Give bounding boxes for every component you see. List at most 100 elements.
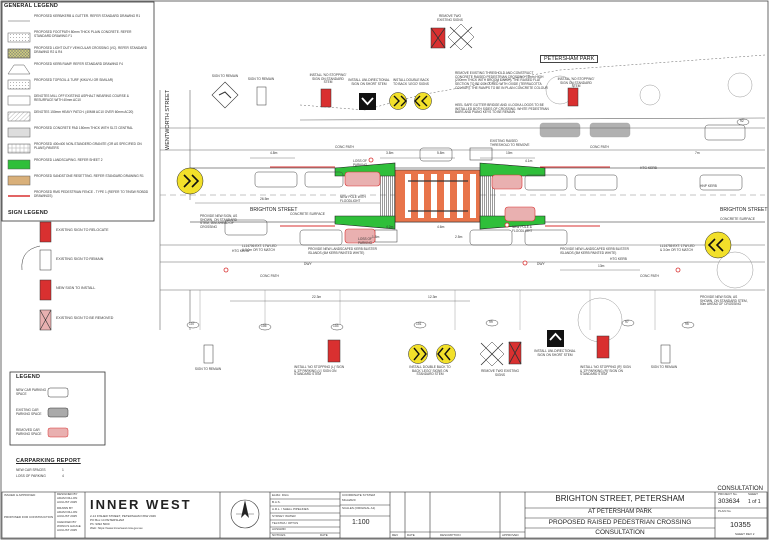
note-landscaped-right: PROVIDE NEW LANDSCAPED KERB BLISTER ISLA… xyxy=(560,247,629,255)
report-gain-value: 1 xyxy=(62,468,64,472)
sign-nostop-2 xyxy=(567,87,579,107)
conc-path-1: CONC PATH xyxy=(335,145,354,149)
note-provide-sign-right: PROVIDE NEW SIGN, AS SHOWN, ON STANDARD … xyxy=(700,295,748,307)
general-legend-item: PROPOSED FOOTPATH 80mm THICK PLAIN CONCR… xyxy=(34,30,132,38)
htg-kerb-3: HTG KERB xyxy=(640,166,657,170)
tb-issued: ISSUED & APPROVED xyxy=(4,493,36,497)
hnp-kerb: HNP KERB xyxy=(700,184,717,188)
legend-box xyxy=(9,371,106,446)
note-landscaped-left: PROVIDE NEW LANDSCAPED KERB BLISTER ISLA… xyxy=(308,247,377,255)
general-legend-title: GENERAL LEGEND xyxy=(4,3,59,9)
sign-lego-bottom xyxy=(408,344,456,364)
tb-title-4: CONSULTATION xyxy=(595,529,645,536)
sign-ped-right xyxy=(704,231,732,259)
dim-223m: 22.3m xyxy=(312,295,322,299)
sign-nostop-1 xyxy=(320,88,332,108)
tb-designer: ADAM DILLON xyxy=(57,496,78,500)
dim-123m: 12.3m xyxy=(428,295,438,299)
parcel-101: 101 xyxy=(416,322,422,326)
tb-scale-value: 1:100 xyxy=(352,519,370,526)
tb-notes-2: B.A.S. xyxy=(272,500,281,504)
sign-uni-2 xyxy=(547,330,564,347)
council-logo: INNER WEST xyxy=(90,497,192,512)
tb-rev-label: REV xyxy=(392,533,399,537)
conc-path-4: CONC PATH xyxy=(640,274,659,278)
conc-path-2: CONC PATH xyxy=(590,145,609,149)
note-remove-threshold: REMOVE EXISTING THRESHOLD AND CONSTRUCT … xyxy=(455,71,548,90)
tb-scale-label: SCALES (ORIGINAL A1) xyxy=(342,506,376,510)
general-legend-item: DENOTES 150mm HEAVY PATCH. (40MM AC10 OV… xyxy=(34,110,134,114)
parcel-92: 92 xyxy=(740,119,744,123)
council-addr-3: Ph: 9392 5000 xyxy=(90,522,110,526)
dim-42m: 4.2m xyxy=(386,225,394,229)
tb-appr-label: APPROVED xyxy=(502,533,519,537)
note-install-double-1: INSTALL DOUBLE BACK TO BACK 'LEGO' SIGNS xyxy=(392,78,430,86)
tb-checker: WONG'S HAUGE xyxy=(57,524,81,528)
dim-7m: 7m xyxy=(695,151,700,155)
tb-title-2: AT PETERSHAM PARK xyxy=(588,509,652,515)
general-legend-item: PROPOSED KERB RAMP. REFER STANDARD DRAWI… xyxy=(34,62,123,66)
street-petersham-park: PETERSHAM PARK xyxy=(540,55,599,63)
car-legend-existing: EXISTING CAR PARKING SPACE xyxy=(16,408,42,416)
dim-46m: 4.6m xyxy=(437,225,445,229)
tb-date-label: DATE xyxy=(407,533,415,537)
tb-status: PROPOSED FOR CONSTRUCTION xyxy=(4,515,54,519)
sign-legend-item-remain: EXISTING SIGN TO REMAIN xyxy=(56,257,104,261)
car-legend-new: NEW CAR PARKING SPACE xyxy=(16,388,47,396)
sign-ped-left xyxy=(176,167,204,195)
car-parking-spaces xyxy=(224,124,746,246)
note-install-nostop-4: INSTALL 'NO STOPPING (R)' SIGN & 'ZP PAR… xyxy=(580,365,631,377)
report-loss-value: 4 xyxy=(62,474,64,478)
carparking-report-title: CARPARKING REPORT xyxy=(16,458,81,464)
tb-notes-6: AUSGRID xyxy=(272,527,286,531)
tb-title-1: BRIGHTON STREET, PETERSHAM xyxy=(555,494,685,503)
conc-surface-2: CONCRETE SURFACE xyxy=(720,217,755,221)
tb-notes-5: TELSTRA / OPTUS xyxy=(272,521,299,525)
dim-10m: 10m xyxy=(506,151,513,155)
note-remove-two-2: REMOVE TWO EXISTING SIGNS xyxy=(481,369,519,377)
council-web: Web: https://www.innerwest.nsw.gov.au xyxy=(90,526,143,530)
tb-checked: CHECKED BY xyxy=(57,520,77,524)
car-legend-removed: REMOVED CAR PARKING SPACE xyxy=(16,428,42,436)
general-legend-item: PROPOSED 400x400 NON-STANDERD GRANITE (O… xyxy=(34,142,142,150)
council-addr-2: PO Box 14 PETERSHAM xyxy=(90,518,125,522)
tb-notes-3: A.R.L. / SHELL PIPELINES xyxy=(272,507,309,511)
dwy-1: DWY xyxy=(304,262,312,266)
north-arrow-icon xyxy=(230,499,260,529)
tb-notes-1: ELMA: DGG xyxy=(272,493,289,497)
note-sign-remain-3: SIGN TO REMAIN xyxy=(194,367,222,371)
htg-kerb-2: HTG KERB xyxy=(610,257,627,261)
tb-coord-label: COORDINATE SYSTEM xyxy=(342,493,375,497)
note-install-uni-2: INSTALL UNI-DIRECTIONAL SIGN ON SHORT ST… xyxy=(534,349,576,357)
parcel-103: 103 xyxy=(333,324,339,328)
tb-checked-date: AUGUST 2025 xyxy=(57,528,77,532)
note-ll-left: LL14706 EXT. 17W LED & 3.0m OR TO MATCH xyxy=(242,244,277,252)
general-legend-item: DENOTES MILL OFF EXISTING ASPHALT WEARIN… xyxy=(34,94,129,102)
tb-desc-label: DESCRIPTION xyxy=(440,533,461,537)
parcel-105: 105 xyxy=(261,324,267,328)
dim-48m: 4.8m xyxy=(270,151,278,155)
note-sign-remain-2: SIGN TO REMAIN xyxy=(247,77,275,81)
parcel-95: 95 xyxy=(685,322,689,326)
tb-date-header: DATE xyxy=(320,533,328,537)
sign-legend-item-install: NEW SIGN TO INSTALL xyxy=(56,286,96,290)
parcel-107: 107 xyxy=(189,322,195,326)
tb-project-label: PROJECT No. xyxy=(718,492,738,496)
dim-25m: 2.5m xyxy=(455,235,463,239)
general-legend-item: PROPOSED RMS PEDESTRIAN FENCE - TYPE 1 (… xyxy=(34,190,149,198)
general-legend-item: PROPOSED SANDSTONE RESETTING. REFER STAN… xyxy=(34,174,144,178)
htg-kerb-1: HTG KERB xyxy=(232,249,249,253)
tb-design-date: AUGUST 2025 xyxy=(57,500,77,504)
general-legend-swatches xyxy=(7,20,31,197)
note-remove-two-1: REMOVE TWO EXISTING SIGNS xyxy=(437,14,463,22)
sign-uni-1 xyxy=(359,93,376,110)
street-brighton-left: BRIGHTON STREET xyxy=(250,207,298,213)
note-install-uni-1: INSTALL UNI-DIRECTIONAL SIGN ON SHORT ST… xyxy=(348,78,390,86)
parcel-97: 97 xyxy=(625,320,629,324)
tb-sheet-no: 1 of 1 xyxy=(748,499,761,505)
sign-legend-icons xyxy=(21,221,52,331)
note-loss-parking-1: LOSS OF PARKING xyxy=(352,159,368,167)
tb-designed-by: DESIGNED BY xyxy=(57,492,78,496)
